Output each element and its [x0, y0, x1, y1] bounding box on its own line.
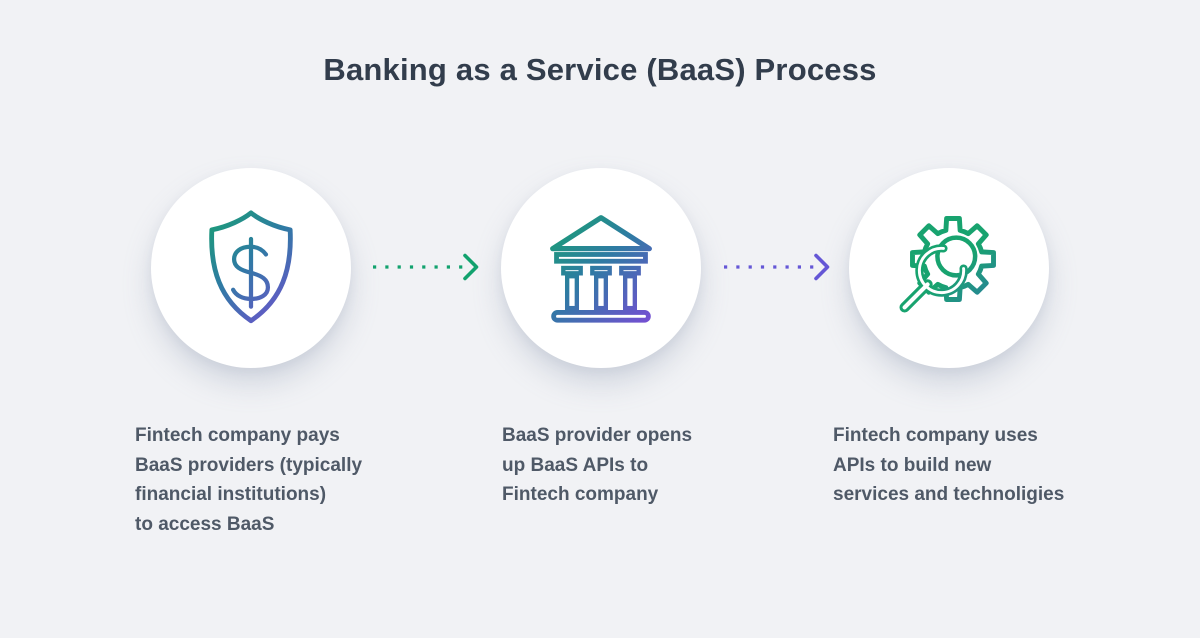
- page-title: Banking as a Service (BaaS) Process: [323, 52, 877, 87]
- arrow-right-icon: [724, 253, 830, 281]
- step-3-circle: [849, 168, 1049, 368]
- arrow-right-icon: [373, 253, 479, 281]
- bank-icon: [550, 215, 652, 323]
- step-2-caption: BaaS provider opens up BaaS APIs to Fint…: [502, 425, 693, 505]
- step-1-circle: [151, 168, 351, 368]
- gear-wrench-icon: [899, 216, 996, 313]
- step-1-caption: Fintech company pays BaaS providers (typ…: [135, 425, 363, 535]
- shield-dollar-icon: [209, 210, 293, 324]
- step-3-caption: Fintech company uses APIs to build new s…: [833, 425, 1065, 505]
- step-2-circle: [501, 168, 701, 368]
